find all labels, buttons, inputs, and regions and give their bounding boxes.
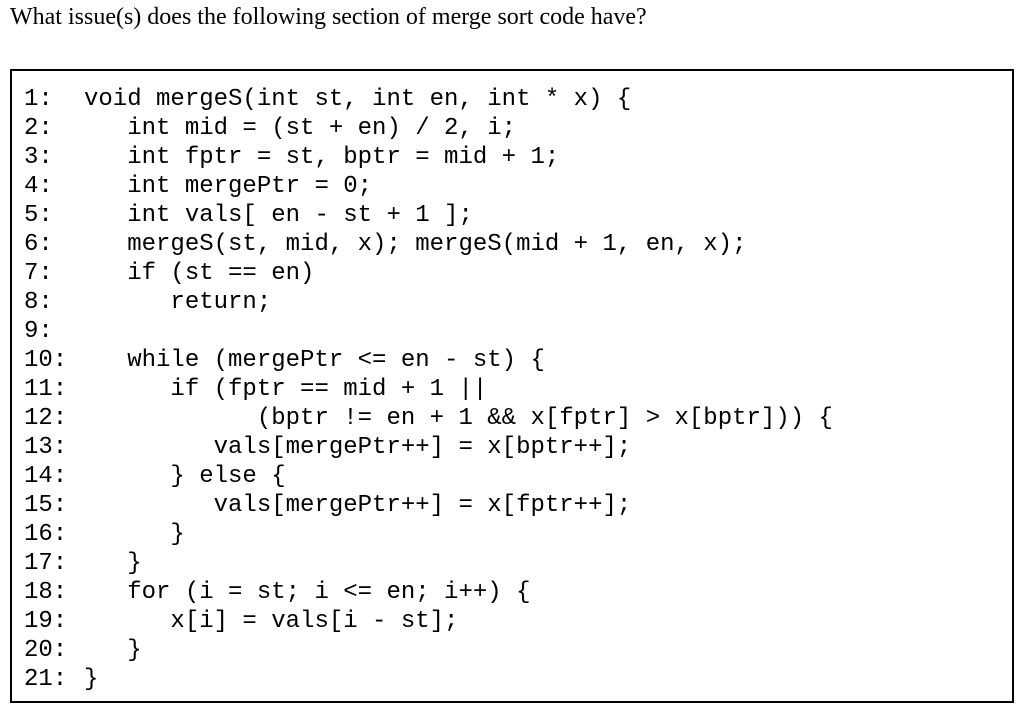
line-code: } — [84, 550, 142, 577]
code-line: 8: return; — [24, 288, 833, 317]
line-number: 18: — [24, 579, 68, 606]
line-code: if (st == en) — [84, 260, 315, 287]
line-number: 13: — [24, 434, 68, 461]
line-code: (bptr != en + 1 && x[fptr] > x[bptr])) { — [84, 405, 833, 432]
question-text: What issue(s) does the following section… — [10, 4, 647, 30]
code-line: 6: mergeS(st, mid, x); mergeS(mid + 1, e… — [24, 230, 833, 259]
line-code: int vals[ en - st + 1 ]; — [84, 202, 473, 229]
line-number: 15: — [24, 492, 68, 519]
line-number: 1: — [24, 86, 53, 113]
code-line: 15: vals[mergePtr++] = x[fptr++]; — [24, 491, 833, 520]
line-number: 3: — [24, 144, 53, 171]
line-code: int mergePtr = 0; — [84, 173, 373, 200]
line-code: void mergeS(int st, int en, int * x) { — [84, 86, 632, 113]
line-number: 7: — [24, 260, 53, 287]
line-number: 20: — [24, 637, 68, 664]
line-code: vals[mergePtr++] = x[fptr++]; — [84, 492, 632, 519]
line-code: x[i] = vals[i - st]; — [84, 608, 459, 635]
line-code: } — [84, 521, 185, 548]
code-line: 18: for (i = st; i <= en; i++) { — [24, 578, 833, 607]
code-line: 7: if (st == en) — [24, 259, 833, 288]
line-code: if (fptr == mid + 1 || — [84, 376, 488, 403]
code-line: 21:} — [24, 665, 833, 694]
line-code: int mid = (st + en) / 2, i; — [84, 115, 517, 142]
code-line: 20: } — [24, 636, 833, 665]
code-listing: 1: void mergeS(int st, int en, int * x) {… — [24, 85, 833, 694]
line-number: 11: — [24, 376, 68, 403]
code-line: 19: x[i] = vals[i - st]; — [24, 607, 833, 636]
line-code: mergeS(st, mid, x); mergeS(mid + 1, en, … — [84, 231, 747, 258]
line-number: 12: — [24, 405, 68, 432]
line-number: 6: — [24, 231, 53, 258]
line-number: 5: — [24, 202, 53, 229]
code-line: 17: } — [24, 549, 833, 578]
line-number: 10: — [24, 347, 68, 374]
line-code: } — [84, 666, 99, 693]
code-line: 5: int vals[ en - st + 1 ]; — [24, 201, 833, 230]
code-line: 4: int mergePtr = 0; — [24, 172, 833, 201]
line-code: for (i = st; i <= en; i++) { — [84, 579, 531, 606]
line-number: 14: — [24, 463, 68, 490]
code-block: 1: void mergeS(int st, int en, int * x) {… — [10, 69, 1014, 703]
line-code: vals[mergePtr++] = x[bptr++]; — [84, 434, 632, 461]
line-number: 16: — [24, 521, 68, 548]
line-number: 8: — [24, 289, 53, 316]
line-code: } — [84, 637, 142, 664]
line-number: 19: — [24, 608, 68, 635]
line-number: 4: — [24, 173, 53, 200]
line-code: int fptr = st, bptr = mid + 1; — [84, 144, 560, 171]
code-line: 9: — [24, 317, 833, 346]
line-code: while (mergePtr <= en - st) { — [84, 347, 545, 374]
line-number: 17: — [24, 550, 68, 577]
line-number: 9: — [24, 318, 53, 345]
line-code: } else { — [84, 463, 286, 490]
code-line: 10: while (mergePtr <= en - st) { — [24, 346, 833, 375]
code-line: 3: int fptr = st, bptr = mid + 1; — [24, 143, 833, 172]
line-number: 21: — [24, 666, 68, 693]
line-code: return; — [84, 289, 272, 316]
code-line: 16: } — [24, 520, 833, 549]
code-line: 13: vals[mergePtr++] = x[bptr++]; — [24, 433, 833, 462]
code-line: 2: int mid = (st + en) / 2, i; — [24, 114, 833, 143]
code-line: 14: } else { — [24, 462, 833, 491]
code-line: 11: if (fptr == mid + 1 || — [24, 375, 833, 404]
code-line: 12: (bptr != en + 1 && x[fptr] > x[bptr]… — [24, 404, 833, 433]
line-number: 2: — [24, 115, 53, 142]
code-line: 1: void mergeS(int st, int en, int * x) { — [24, 85, 833, 114]
